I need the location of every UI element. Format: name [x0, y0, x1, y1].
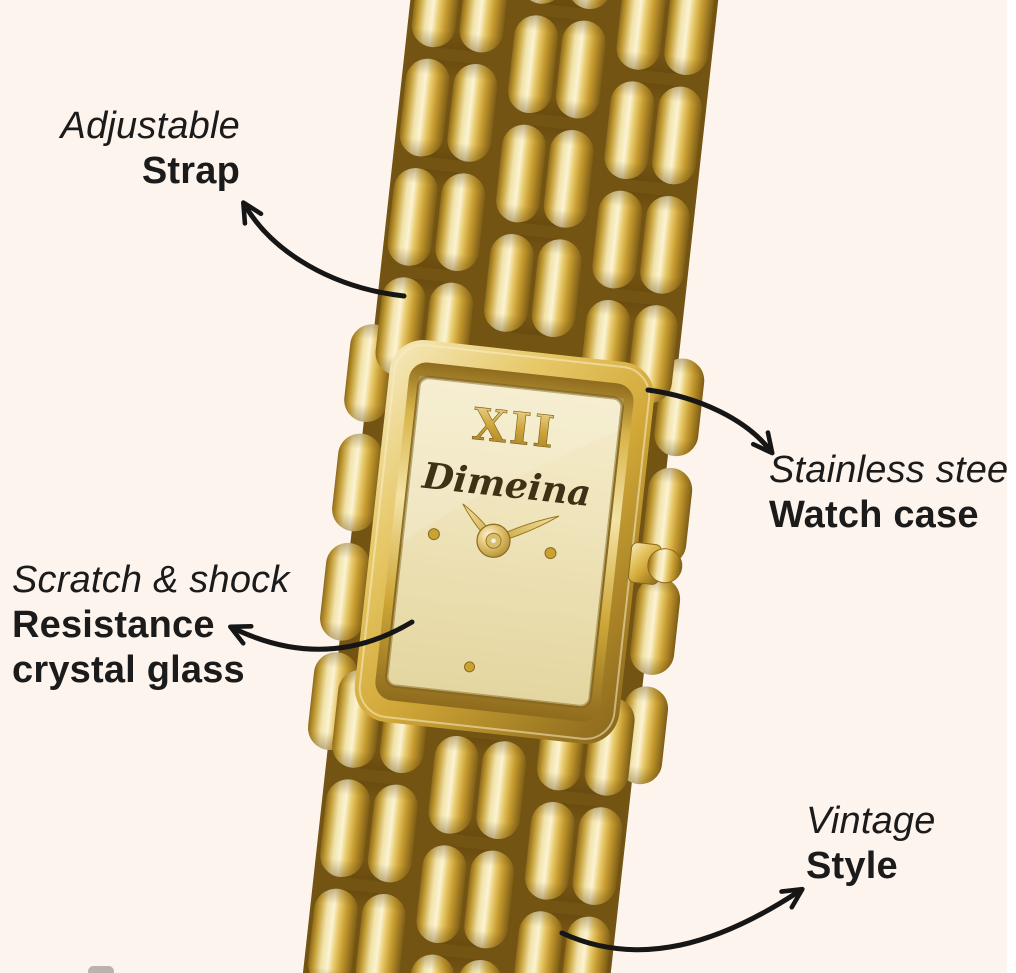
annotation-arrows [228, 200, 805, 953]
label-crystal-line2: Resistance [12, 604, 215, 646]
dial-marker-9 [427, 528, 440, 541]
label-adjustable-strap: Adjustable Strap [61, 104, 240, 194]
watch-crown [627, 542, 683, 585]
label-vintage-style: Vintage Style [806, 799, 936, 889]
label-crystal-glass: Scratch & shock Resistance crystal glass [12, 558, 290, 693]
label-stainless-line1: Stainless steel [769, 449, 1016, 491]
label-vintage-line1: Vintage [806, 800, 936, 842]
label-vintage-line2: Style [806, 845, 898, 887]
watch-dial: XII Dimeina [384, 375, 624, 709]
label-adjustable-strap-line1: Adjustable [60, 105, 240, 147]
arrow-vintage-style [559, 886, 805, 953]
watch-body: XII Dimeina [295, 0, 725, 973]
label-stainless-watch-case: Stainless steel Watch case [769, 448, 1016, 538]
cropped-edge-artifact [88, 966, 114, 973]
label-crystal-line1: Scratch & shock [12, 559, 290, 601]
watch-hands [462, 503, 560, 558]
label-crystal-line3: crystal glass [12, 649, 245, 691]
label-adjustable-strap-line2: Strap [141, 150, 240, 192]
right-edge-strip [1007, 0, 1016, 973]
dial-marker-3 [544, 547, 557, 560]
dial-marker-6 [464, 661, 476, 673]
label-stainless-line2: Watch case [769, 494, 979, 536]
arrow-crystal-glass [228, 619, 415, 652]
dial-numeral-xii: XII [470, 399, 559, 459]
glass-sheen [400, 375, 624, 545]
arrow-adjustable-strap [241, 200, 407, 299]
arrow-watch-case [645, 387, 775, 456]
